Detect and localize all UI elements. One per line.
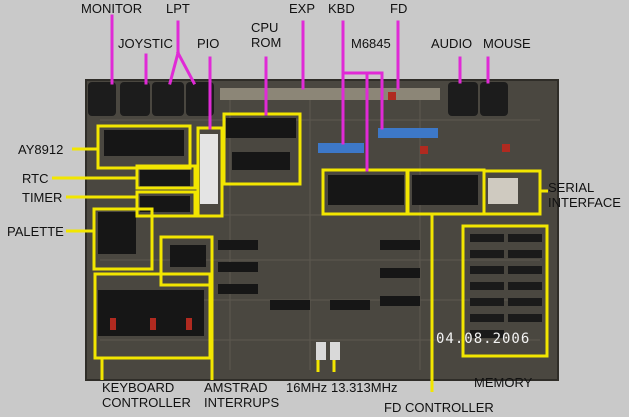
label-kbd: KBD [328,1,355,16]
label-16mhz: 16MHz [286,380,328,395]
palette-box [92,207,154,271]
label-fd: FD [390,1,408,16]
label-keyboard-controller: KEYBOARD CONTROLLER [102,380,191,410]
amstrad-interrups-box [159,235,214,287]
date-stamp: 04.08.2006 [436,331,531,347]
label-13mhz: 13.313MHz [331,380,398,395]
label-audio: AUDIO [431,36,473,51]
label-amstrad-interrups: AMSTRAD INTERRUPS [204,380,280,410]
memory-box [461,224,549,358]
circuit-board [85,79,559,381]
timer-box [135,190,197,218]
label-memory: MEMORY [474,375,533,390]
label-rtc: RTC [22,171,49,186]
label-palette: PALETTE [7,224,64,239]
label-m6845: M6845 [351,36,391,51]
monitor-connector [88,82,116,116]
label-cpu-rom: CPU ROM [251,20,282,50]
ay8912-box [96,124,192,170]
label-fd-controller: FD CONTROLLER [384,400,494,415]
label-ay8912: AY8912 [18,142,64,157]
label-lpt: LPT [166,1,190,16]
keyboard-controller-box [93,272,212,360]
label-timer: TIMER [22,190,63,205]
label-serial-interface: SERIAL INTERFACE [548,180,621,210]
label-monitor: MONITOR [81,1,143,16]
joystick-connector [120,82,150,116]
lpt-connectors [152,82,214,116]
cpu-rom-box [222,112,302,186]
label-mouse: MOUSE [483,36,531,51]
label-pio: PIO [197,36,220,51]
label-exp: EXP [289,1,316,16]
expansion-edge-connector [220,88,440,100]
label-joystic: JOYSTIC [118,36,173,51]
